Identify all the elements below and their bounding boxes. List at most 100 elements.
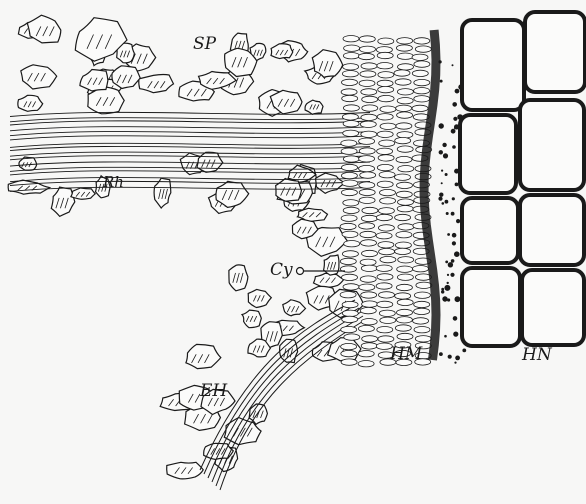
mantle-cell xyxy=(359,189,375,195)
mantle-cell xyxy=(414,327,430,333)
net-granule xyxy=(447,233,450,236)
mantle-cell xyxy=(397,146,413,152)
mantle-cell xyxy=(397,132,413,138)
mantle-cell xyxy=(376,214,392,220)
net-granule xyxy=(441,290,444,293)
mantle-cell xyxy=(359,223,375,229)
net-granule xyxy=(439,193,443,197)
mantle-cell xyxy=(341,215,357,221)
mantle-cell xyxy=(379,140,395,146)
net-granule xyxy=(455,183,459,187)
net-granule xyxy=(452,241,456,245)
mantle-cell xyxy=(396,232,412,238)
net-granule xyxy=(442,296,447,301)
root-cell xyxy=(462,20,524,110)
mantle-cell xyxy=(396,105,412,111)
mantle-cell xyxy=(359,148,375,154)
mantle-cell xyxy=(397,98,413,104)
mantle-cell xyxy=(361,215,377,221)
soil-particle xyxy=(21,65,57,89)
mantle-cell xyxy=(415,46,431,52)
mantle-cell xyxy=(414,61,430,67)
mantle-cell xyxy=(342,164,358,170)
net-granule xyxy=(446,212,449,215)
mantle-cell xyxy=(341,350,357,356)
soil-particle xyxy=(51,187,75,216)
label-eh: EH xyxy=(200,383,227,400)
soil-particle xyxy=(314,273,344,287)
mantle-cell xyxy=(414,38,430,44)
soil-particle xyxy=(139,75,174,93)
net-granule xyxy=(453,316,458,321)
mantle-cell xyxy=(415,336,431,342)
mantle-cell xyxy=(358,361,374,367)
mantle-cell xyxy=(342,95,358,101)
net-granule xyxy=(454,362,456,364)
mantle-cell xyxy=(378,242,394,248)
mantle-cell xyxy=(376,233,392,239)
mantle-cell xyxy=(376,265,392,271)
mantle-cell xyxy=(340,292,356,298)
mantle-cell xyxy=(362,301,378,307)
mantle-cell xyxy=(397,266,413,272)
root-cell xyxy=(520,100,584,190)
mantle-cell xyxy=(414,308,430,314)
mantle-cell xyxy=(360,307,376,313)
net-granule xyxy=(439,352,443,356)
mantle-cell xyxy=(343,105,359,111)
soil-particle xyxy=(27,15,61,43)
net-granule xyxy=(439,150,443,154)
mantle-cell xyxy=(377,181,393,187)
soil-particle xyxy=(18,95,43,111)
mantle-cell xyxy=(342,251,358,257)
net-granule xyxy=(438,197,442,201)
mantle-cell xyxy=(343,156,359,162)
mantle-cell xyxy=(343,284,359,290)
mantle-cell xyxy=(394,70,410,76)
soil-particle xyxy=(71,188,95,199)
net-granule xyxy=(455,89,460,94)
mantle-cell xyxy=(343,36,359,42)
hypha-line xyxy=(10,127,370,131)
net-granule xyxy=(445,200,449,204)
root-cell xyxy=(460,115,516,193)
mantle-cell xyxy=(396,156,412,162)
net-granule xyxy=(454,127,456,129)
soil-particle xyxy=(80,70,108,92)
mantle-cell xyxy=(380,317,396,323)
soil-particle xyxy=(242,310,261,328)
mantle-cell xyxy=(377,301,393,307)
mantle-cell xyxy=(341,359,357,365)
mantle-cell xyxy=(341,343,357,349)
mantle-cell xyxy=(412,70,428,76)
mantle-cell xyxy=(360,276,376,282)
mantle-cell xyxy=(413,318,429,324)
net-granule xyxy=(451,259,455,263)
mantle-cell xyxy=(343,200,359,206)
mantle-cell xyxy=(396,45,412,51)
mantle-cell xyxy=(341,89,357,95)
label-sp: SP xyxy=(193,36,216,53)
mantle-cell xyxy=(361,292,377,298)
soil-particle xyxy=(186,344,221,368)
label-hn: HN xyxy=(522,347,552,364)
net-granule xyxy=(444,335,447,338)
mantle-cell xyxy=(378,208,394,214)
net-granule xyxy=(442,143,446,147)
mantle-cell xyxy=(377,114,393,120)
mantle-cell xyxy=(380,198,396,204)
mantle-cell xyxy=(395,248,411,254)
mantle-cell xyxy=(398,64,414,70)
net-granule xyxy=(447,274,449,276)
mantle-cell xyxy=(412,105,428,111)
mantle-cell xyxy=(358,53,374,59)
mantle-cell xyxy=(343,130,359,136)
mantle-cell xyxy=(377,131,393,137)
mantle-cell xyxy=(342,71,358,77)
soil-particle xyxy=(324,255,339,275)
label-cy: Cy xyxy=(270,262,293,279)
label-hm: HM xyxy=(390,346,422,363)
mantle-cell xyxy=(377,80,393,86)
